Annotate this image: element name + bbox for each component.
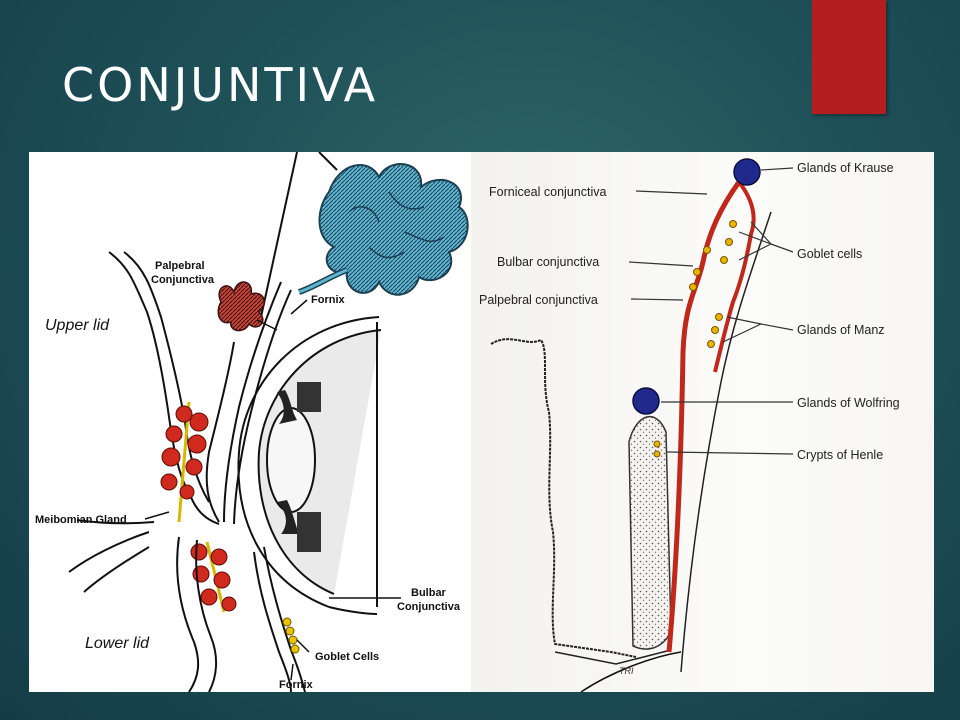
label-glands-of-manz: Glands of Manz <box>797 323 885 337</box>
label-goblet-cells: Goblet Cells <box>315 651 379 663</box>
label-goblet-cells-right: Goblet cells <box>797 247 862 261</box>
label-bulbar-conjunctiva-line1: Bulbar <box>411 587 447 599</box>
label-lower-lid: Lower lid <box>85 635 150 652</box>
lacrimal-gland <box>297 163 469 296</box>
label-meibomian-gland: Meibomian Gland <box>35 514 127 526</box>
label-upper-lid: Upper lid <box>45 317 110 334</box>
label-palpebral-conjunctiva-line2: Conjunctiva <box>151 274 215 286</box>
slide-title: CONJUNTIVA <box>62 58 379 112</box>
gland-of-wolfring <box>632 387 660 415</box>
illustrator-signature: TRI <box>619 666 634 676</box>
leader-line <box>260 152 298 318</box>
label-glands-of-krause: Glands of Krause <box>797 161 894 175</box>
label-forniceal-conjunctiva: Forniceal conjunctiva <box>489 185 606 199</box>
label-bulbar-conjunctiva: Bulbar conjunctiva <box>497 255 599 269</box>
eyelid-cross-section-diagram: Palpebral Conjunctiva Fornix Upper lid M… <box>29 152 471 692</box>
goblet-cells-left <box>282 617 300 654</box>
conjunctiva-glands-diagram: Forniceal conjunctiva Bulbar conjunctiva… <box>471 152 934 692</box>
conjunctival-boundary-wavy <box>490 338 637 658</box>
label-fornix-top: Fornix <box>311 294 345 306</box>
label-palpebral-conjunctiva-line1: Palpebral <box>155 260 205 272</box>
lower-curve-line <box>580 651 682 692</box>
lower-lid-outline <box>68 519 306 692</box>
leader-line <box>318 152 338 171</box>
upper-lid-outline <box>108 251 292 525</box>
label-palpebral-conjunctiva: Palpebral conjunctiva <box>479 293 598 307</box>
accent-bar <box>812 0 886 114</box>
conjunctival-boundary-base <box>554 649 672 665</box>
forniceal-fold <box>713 180 756 373</box>
outer-line <box>680 211 772 673</box>
meibomian-glands <box>160 401 237 613</box>
palpebral-crypt <box>217 281 278 332</box>
label-glands-of-wolfring: Glands of Wolfring <box>797 396 900 410</box>
eyeball <box>237 316 382 615</box>
label-crypts-of-henle: Crypts of Henle <box>797 448 883 462</box>
label-bulbar-conjunctiva-line2: Conjunctiva <box>397 601 461 613</box>
goblet-cells-right <box>653 220 737 458</box>
gland-of-krause <box>733 158 761 186</box>
tarsal-plate <box>628 415 672 650</box>
label-fornix-bottom: Fornix <box>279 679 313 691</box>
conjunctiva-band <box>666 180 742 653</box>
